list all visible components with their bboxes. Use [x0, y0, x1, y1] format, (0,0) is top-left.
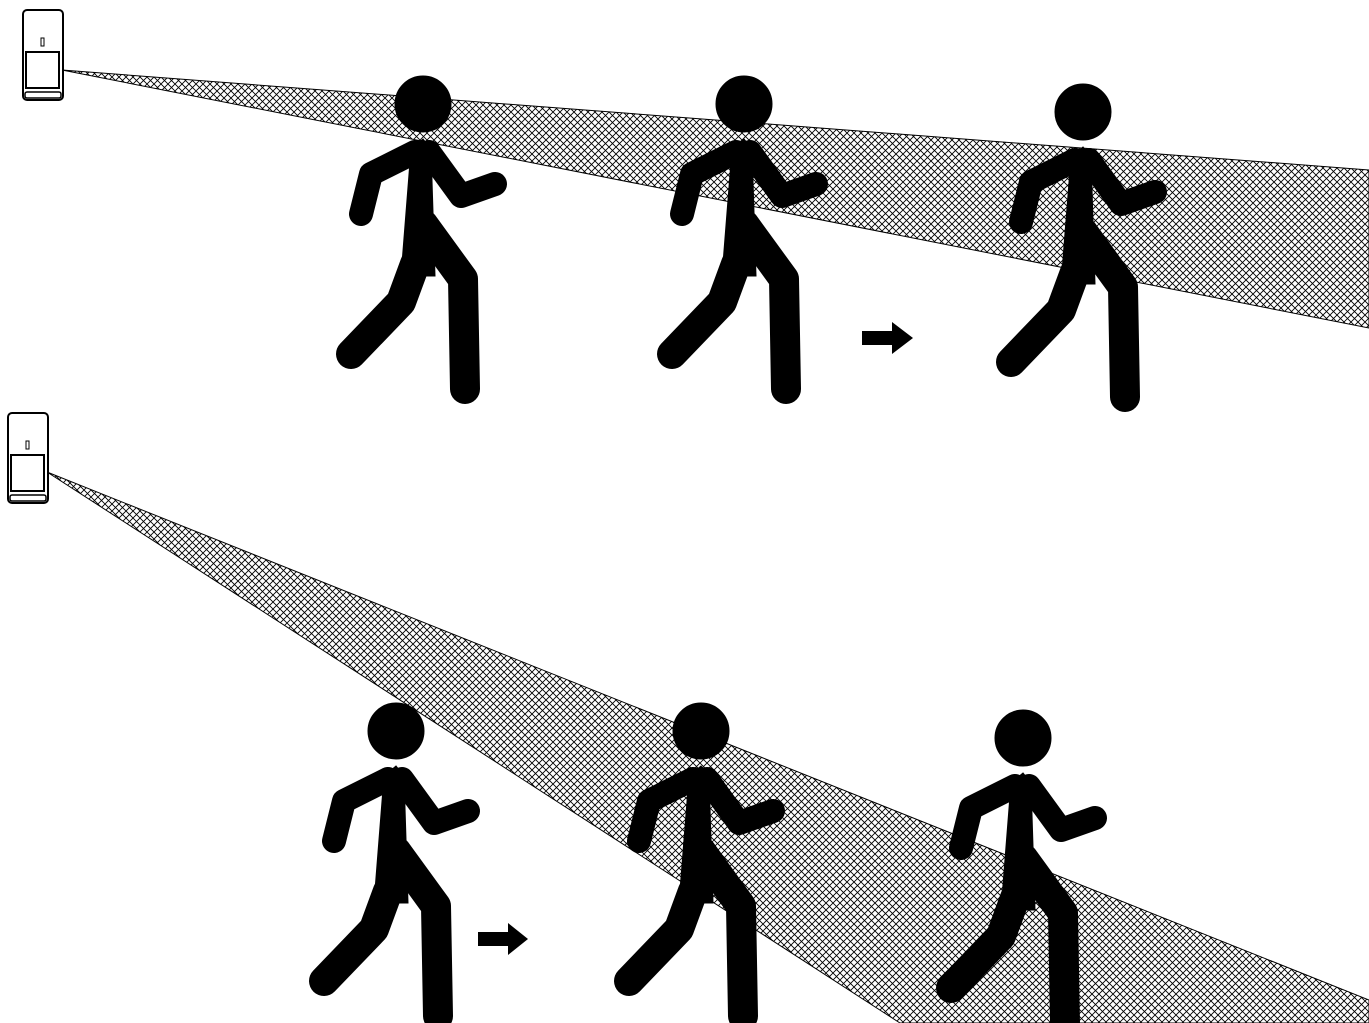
right-arrow-icon	[478, 923, 528, 955]
walking-person-icon	[324, 703, 468, 1016]
right-arrow-icon	[862, 322, 913, 354]
bottom-scenario	[8, 413, 1369, 1023]
motion-sensor-icon	[8, 413, 48, 503]
motion-sensor-icon	[23, 10, 63, 100]
top-scenario	[23, 10, 1369, 397]
